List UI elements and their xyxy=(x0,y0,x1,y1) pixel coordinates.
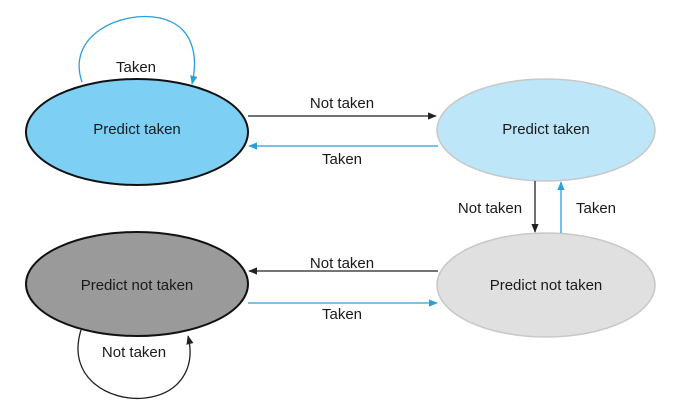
self-loop-not-taken-arrow xyxy=(77,329,194,400)
snt-to-wnt-label: Taken xyxy=(322,306,362,323)
state-weak-taken-label: Predict taken xyxy=(502,121,590,138)
state-strong-not-taken xyxy=(25,231,249,337)
self-loop-not-taken-label: Not taken xyxy=(102,344,166,361)
wnt-to-snt-label: Not taken xyxy=(310,255,374,272)
self-loop-taken-arrow xyxy=(78,16,198,85)
state-strong-taken-label: Predict taken xyxy=(93,121,181,138)
state-strong-not-taken-label: Predict not taken xyxy=(81,277,194,294)
wt-to-st-label: Taken xyxy=(322,151,362,168)
st-to-wt-label: Not taken xyxy=(310,95,374,112)
self-loop-taken-label: Taken xyxy=(116,59,156,76)
wt-to-wnt-label: Not taken xyxy=(458,200,522,217)
wnt-to-wt-label: Taken xyxy=(576,200,616,217)
state-weak-taken xyxy=(436,78,656,182)
state-strong-taken xyxy=(25,78,249,186)
state-weak-not-taken xyxy=(436,232,656,338)
state-weak-not-taken-label: Predict not taken xyxy=(490,277,603,294)
